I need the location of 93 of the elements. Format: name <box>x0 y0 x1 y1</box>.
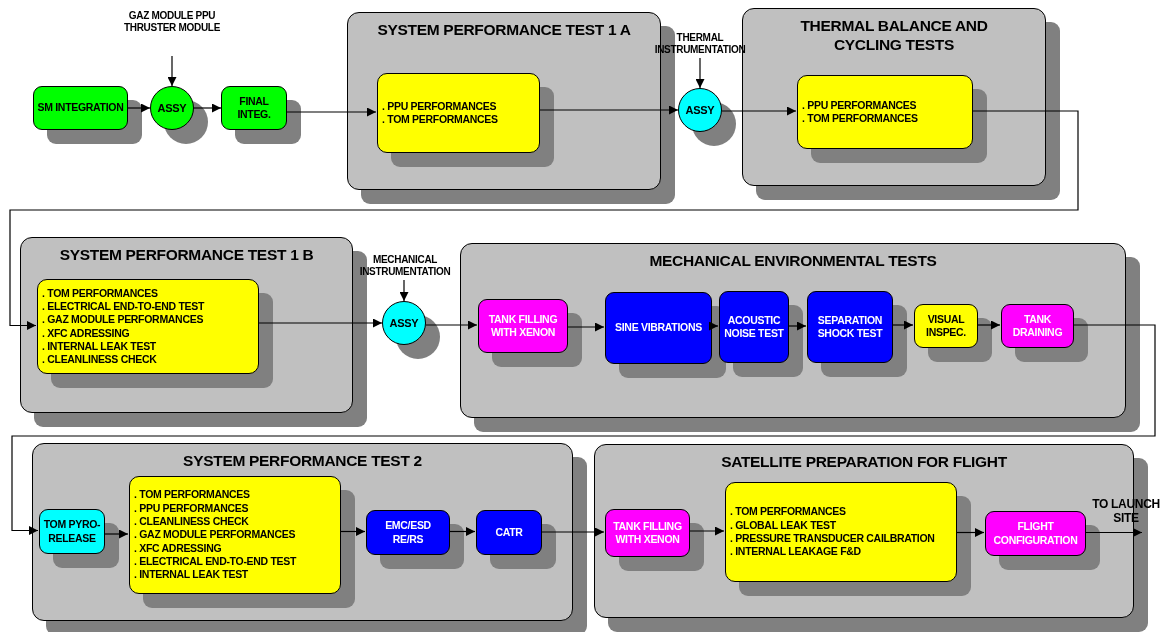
arrow <box>103 529 129 539</box>
node-label: FINAL INTEG. <box>236 94 272 122</box>
test-phase-panel <box>460 243 1126 418</box>
test-list-box <box>129 476 341 594</box>
assembly-circle <box>150 86 194 130</box>
node-label: TANK FILLING WITH XENON <box>487 312 559 340</box>
arrow <box>339 527 366 536</box>
arrow <box>566 322 605 332</box>
process-box <box>605 292 712 364</box>
group-title: THERMAL BALANCE AND CYCLING TESTS <box>799 17 989 55</box>
node-label: VISUAL INSPEC. <box>925 312 967 340</box>
node-label: SEPARATION SHOCK TEST <box>816 313 884 341</box>
test-list-box <box>797 75 973 149</box>
arrow <box>787 321 807 331</box>
process-box <box>605 509 690 557</box>
list-item: . INTERNAL LEAKAGE F&D <box>730 545 862 559</box>
list-item: . TOM PERFORMANCES <box>802 112 919 126</box>
list-item: . TOM PERFORMANCES <box>382 113 499 127</box>
group-title: SATELLITE PREPARATION FOR FLIGHT <box>720 453 1008 472</box>
list-item: . GLOBAL LEAK TEST <box>730 518 837 532</box>
input-label: GAZ MODULE PPU THRUSTER MODULE <box>112 10 232 56</box>
arrow <box>11 324 1156 535</box>
list-item: . TOM PERFORMANCES <box>134 488 251 502</box>
arrow <box>257 318 383 328</box>
test-list-box <box>725 482 957 582</box>
arrow <box>688 526 725 536</box>
list-item: . PPU PERFORMANCES <box>134 501 250 515</box>
process-box <box>366 510 450 555</box>
process-box <box>39 509 105 554</box>
process-box <box>221 86 287 130</box>
process-box <box>476 510 542 555</box>
list-item: . ELECTRICAL END-TO-END TEST <box>42 299 206 314</box>
group-title: MECHANICAL ENVIRONMENTAL TESTS <box>648 252 938 271</box>
node-label: TANK FILLING WITH XENON <box>612 519 683 547</box>
arrow <box>891 320 914 330</box>
test-phase-panel <box>32 443 573 621</box>
arrow <box>955 528 985 537</box>
process-box <box>478 299 568 353</box>
test-list-box <box>377 73 540 153</box>
list-item: . INTERNAL LEAK TEST <box>134 568 249 582</box>
list-item: . PRESSURE TRANSDUCER CAILBRATION <box>730 532 936 546</box>
list-item: . CLEANLINESS CHECK <box>42 353 158 367</box>
group-title: SYSTEM PERFORMANCE TEST 1 B <box>58 246 315 265</box>
node-label: TANK DRAINING <box>1011 312 1064 340</box>
process-box <box>985 511 1086 556</box>
node-label: SINE VIBRATIONS <box>615 321 702 335</box>
process-box <box>33 86 128 130</box>
process-box <box>1001 304 1074 348</box>
process-box <box>914 304 978 348</box>
node-label: ACOUSTIC NOISE TEST <box>723 313 785 341</box>
arrow <box>167 55 177 87</box>
arrow <box>540 527 605 537</box>
list-item: . GAZ MODULE PERFORMANCES <box>134 528 297 542</box>
list-item: . PPU PERFORMANCES <box>382 99 498 113</box>
arrow <box>538 105 679 115</box>
arrow <box>695 57 705 89</box>
list-item: . TOM PERFORMANCES <box>42 286 159 300</box>
node-label: SM INTEGRATION <box>37 101 124 115</box>
process-box <box>719 291 789 363</box>
list-item: . XFC ADRESSING <box>42 326 131 340</box>
group-title: SYSTEM PERFORMANCE TEST 2 <box>182 452 423 471</box>
node-label: TOM PYRO-RELEASE <box>42 518 102 545</box>
arrow <box>721 106 797 116</box>
arrow <box>127 103 151 113</box>
list-item: . INTERNAL LEAK TEST <box>42 339 157 354</box>
list-item: . GAZ MODULE PERFORMANCES <box>42 313 205 327</box>
arrow <box>286 107 377 117</box>
arrow <box>193 103 222 113</box>
assembly-circle <box>678 88 722 132</box>
arrow <box>976 320 1001 330</box>
list-item: . CLEANLINESS CHECK <box>134 515 250 529</box>
arrow <box>399 279 409 302</box>
test-phase-panel <box>20 237 353 413</box>
arrow <box>448 527 476 536</box>
assembly-circle <box>382 301 426 345</box>
list-item: . PPU PERFORMANCES <box>802 98 918 112</box>
node-label: ASSY <box>157 102 187 114</box>
node-label: CATR <box>495 525 523 540</box>
test-list-box <box>37 279 259 374</box>
arrow <box>1084 528 1143 537</box>
list-item: . TOM PERFORMANCES <box>730 505 847 519</box>
node-label: EMC/ESD RE/RS <box>384 519 432 546</box>
input-label: MECHANICAL INSTRUMENTATION <box>349 254 461 280</box>
node-label: FLIGHT CONFIGURATION <box>992 520 1079 547</box>
list-item: . ELECTRICAL END-TO-END TEST <box>134 555 298 569</box>
node-label: ASSY <box>389 317 419 329</box>
list-item: . XFC ADRESSING <box>134 541 223 555</box>
node-label: ASSY <box>685 104 715 116</box>
group-title: SYSTEM PERFORMANCE TEST 1 A <box>376 21 632 40</box>
arrow <box>709 321 719 331</box>
arrow <box>9 110 1079 330</box>
process-box <box>807 291 893 363</box>
arrow <box>425 320 478 330</box>
